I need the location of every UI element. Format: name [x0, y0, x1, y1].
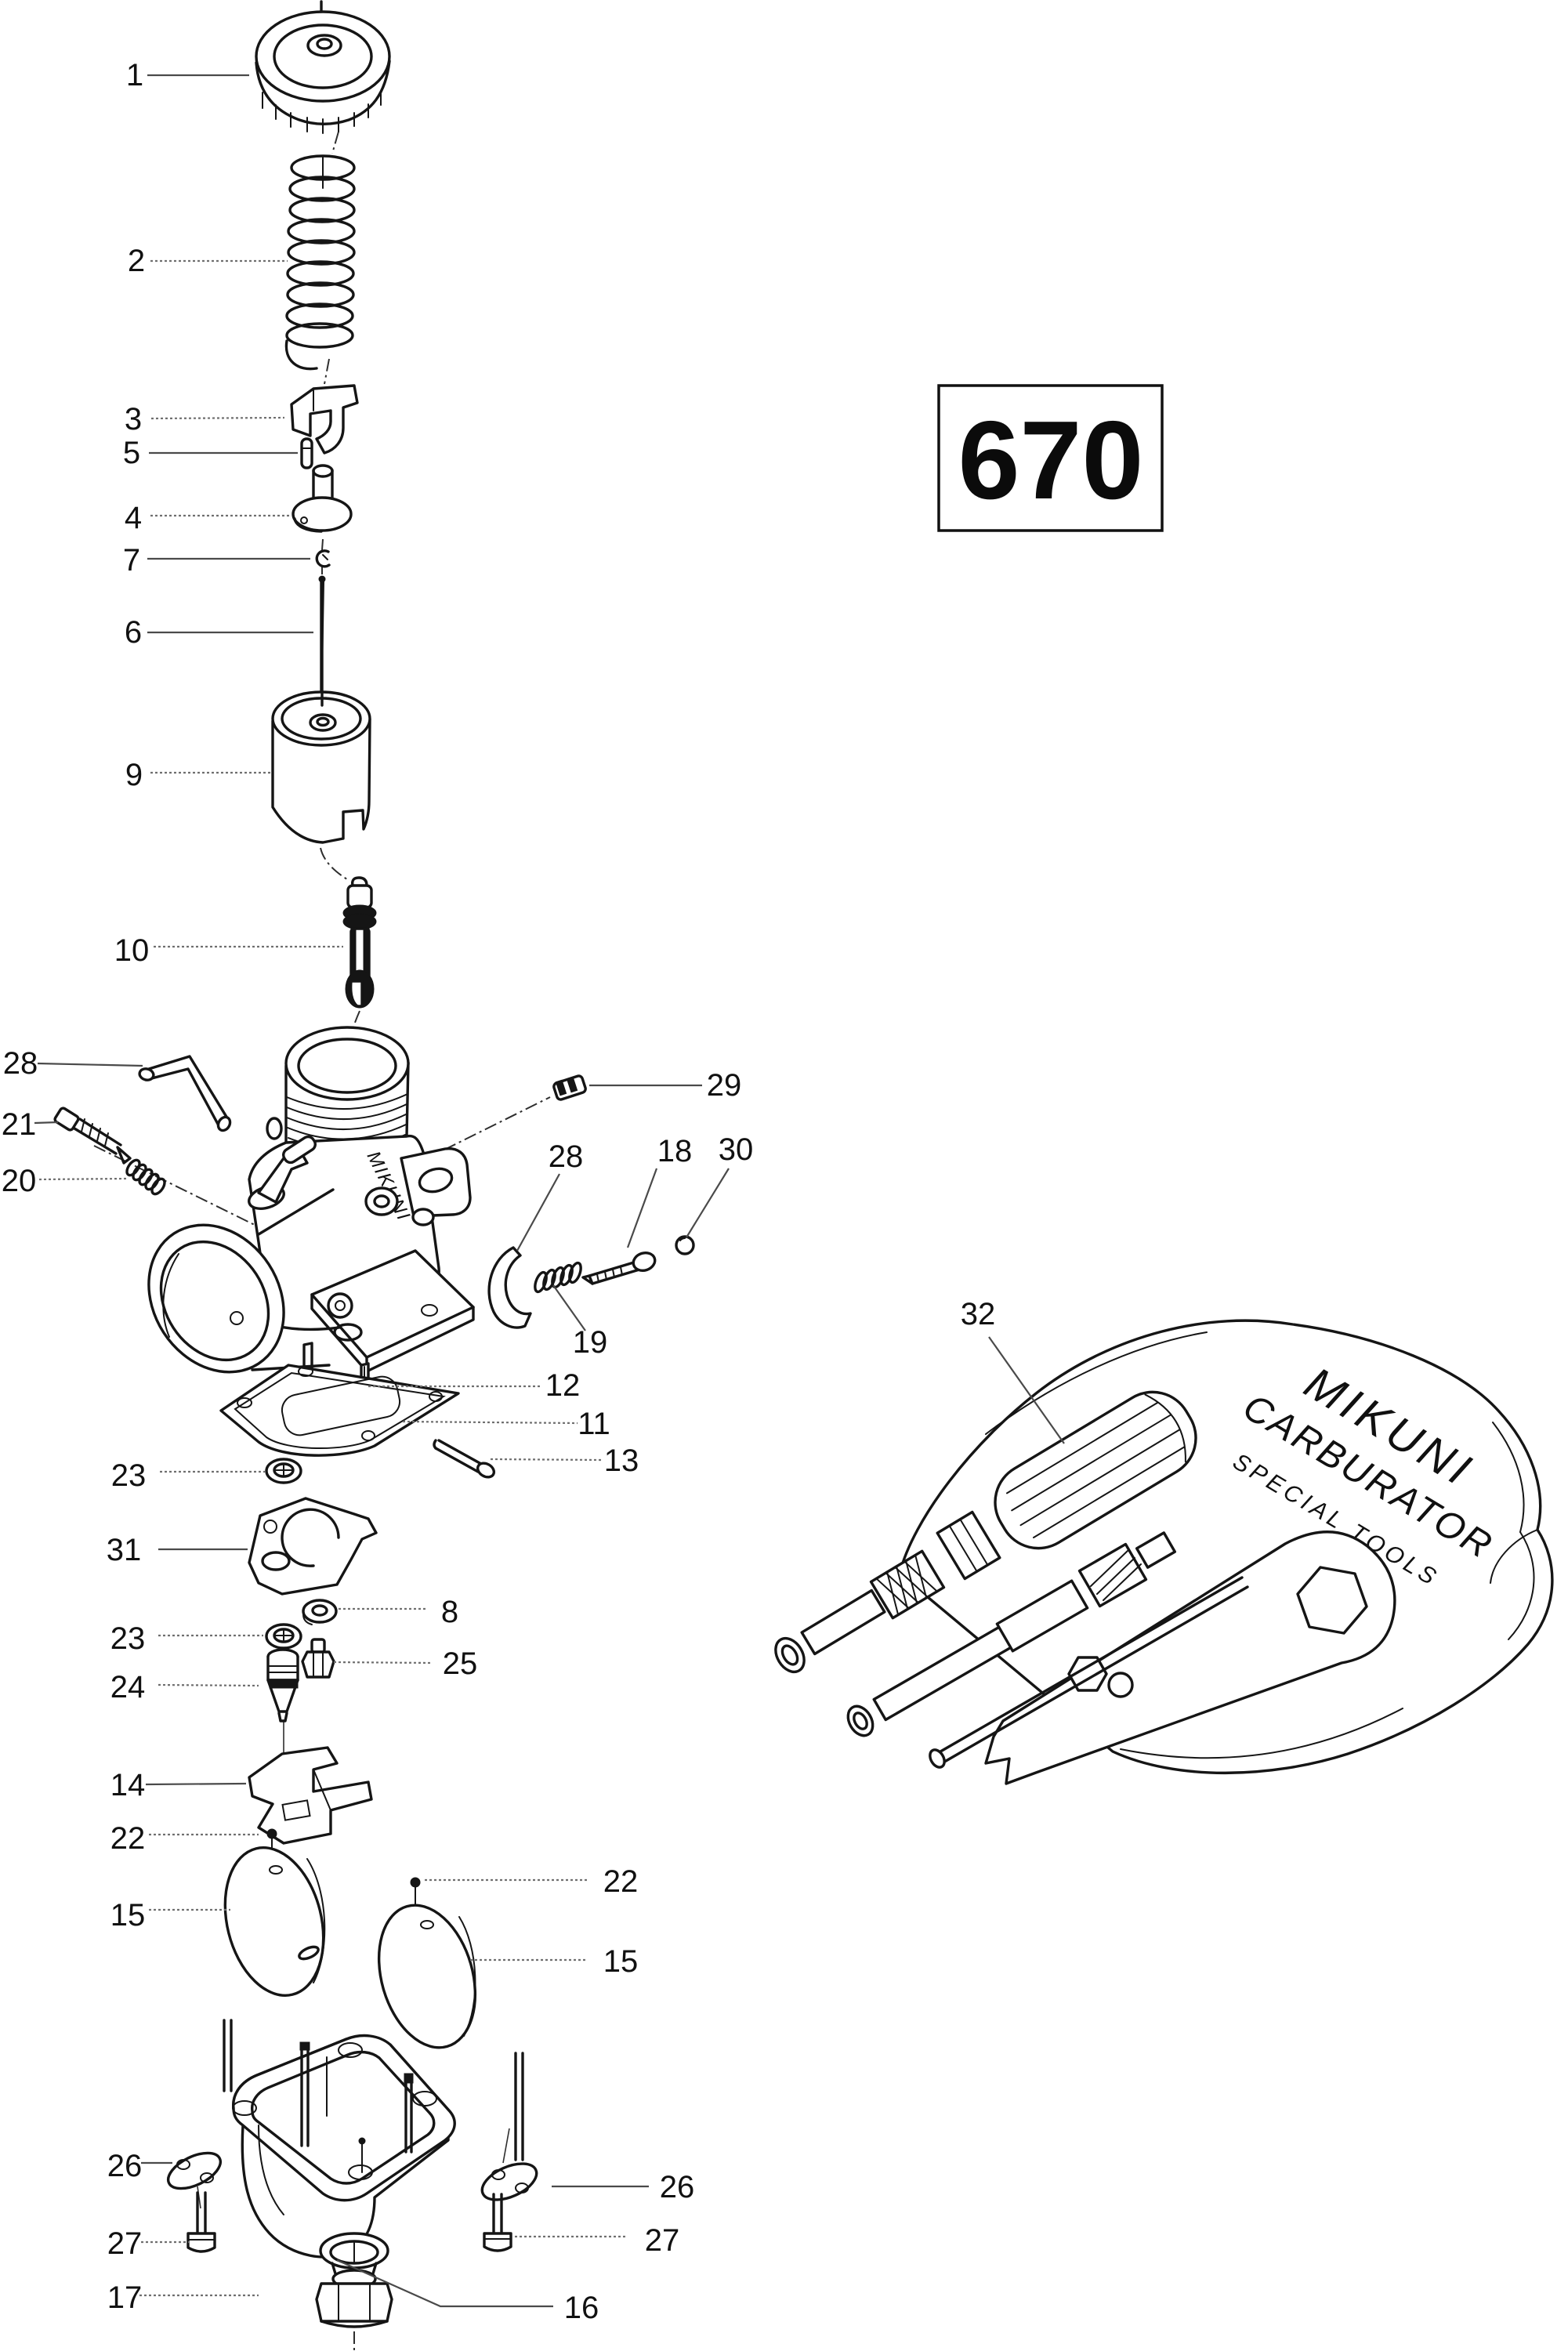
callout-label-23: 23 [111, 1458, 147, 1493]
callout-label-25: 25 [443, 1646, 478, 1681]
part-9-throttle-slide-drawing [271, 580, 371, 844]
part-4-retainer-drawing [292, 464, 353, 533]
part-29-plug-drawing [552, 1074, 587, 1101]
callout-label-22: 22 [110, 1821, 146, 1856]
part-14-float-arm-drawing [248, 1746, 373, 1845]
callout-label-20: 20 [2, 1164, 37, 1198]
callout-label-28: 28 [549, 1139, 584, 1174]
callout-label-19: 19 [573, 1325, 608, 1360]
callout-label-29: 29 [707, 1068, 742, 1103]
leader-line-21 [34, 1121, 59, 1125]
part-8-washer-drawing [302, 1599, 338, 1625]
part-17-drain-plug-drawing [315, 2232, 393, 2328]
part-5-pin-drawing [300, 437, 313, 469]
part-15-float-right-drawing [377, 1904, 477, 2049]
tool-wrench [984, 1531, 1396, 1785]
part-28-vent-hose-drawing [138, 1055, 232, 1132]
part-25-nut-drawing [301, 1638, 335, 1679]
callout-label-5: 5 [123, 436, 140, 470]
part-13-pin-drawing [433, 1439, 496, 1479]
leader-line-18 [626, 1168, 658, 1248]
tool-rod [929, 1576, 1249, 1769]
callout-label-15: 15 [603, 1944, 639, 1979]
callout-label-12: 12 [545, 1368, 581, 1403]
leader-line-19 [552, 1284, 586, 1331]
leader-line-11 [402, 1420, 578, 1425]
callout-label-6: 6 [125, 615, 142, 650]
callout-label-32: 32 [961, 1297, 996, 1331]
leader-line-28 [37, 1062, 143, 1067]
part-27-screw-right-drawing [483, 2193, 512, 2252]
callout-label-2: 2 [128, 244, 145, 278]
part-27-screw-left-drawing [186, 2191, 216, 2253]
callout-label-7: 7 [123, 543, 140, 578]
part-15-float-left-drawing [223, 1846, 326, 1997]
callout-label-3: 3 [125, 402, 142, 437]
leader-line-16 [336, 2259, 553, 2308]
part-32-tool-kit-drawing: MIKUNI CARBURATOR SPECIAL TOOLS [774, 1319, 1554, 1785]
callout-label-17: 17 [107, 2280, 143, 2315]
callout-label-11: 11 [578, 1407, 610, 1441]
callout-label-27: 27 [107, 2226, 143, 2261]
part-30-ball-drawing [675, 1235, 695, 1255]
tool-roll-pouch [898, 1319, 1554, 1775]
callout-label-24: 24 [110, 1670, 146, 1704]
callout-label-14: 14 [110, 1768, 146, 1802]
part-24-needle-valve-drawing [266, 1648, 299, 1722]
callout-label-4: 4 [125, 501, 142, 535]
callout-label-15: 15 [110, 1898, 146, 1933]
part-2-spring-drawing [284, 154, 356, 371]
part-10-needle-jet-drawing [342, 876, 377, 1009]
callout-label-18: 18 [657, 1134, 693, 1168]
callout-label-23: 23 [110, 1621, 146, 1656]
model-badge: 670 [937, 384, 1164, 532]
part-23-grommet-lower-drawing [265, 1623, 302, 1650]
callout-label-16: 16 [564, 2291, 599, 2325]
callout-label-10: 10 [114, 933, 150, 968]
leader-line-32 [988, 1336, 1065, 1444]
part-18-adjuster-screw-drawing [581, 1251, 657, 1285]
part-28-clip-drawing [487, 1246, 532, 1329]
part-21-screw-drawing [53, 1107, 132, 1165]
callout-label-28: 28 [3, 1046, 38, 1081]
callout-label-21: 21 [2, 1107, 37, 1142]
callout-label-9: 9 [125, 758, 143, 792]
part-11-gasket-drawing [219, 1364, 460, 1457]
callout-label-13: 13 [604, 1444, 639, 1478]
leader-line-24 [158, 1683, 259, 1687]
leader-line-25 [333, 1661, 433, 1665]
leader-line-30 [686, 1168, 730, 1238]
callout-label-26: 26 [107, 2149, 143, 2183]
part-1-cap-drawing [255, 10, 391, 134]
leader-line-13 [490, 1458, 602, 1462]
part-26-bracket-left-drawing [166, 2151, 223, 2190]
tool-socket-driver-2 [846, 1531, 1177, 1737]
model-badge-text: 670 [958, 398, 1144, 523]
callout-label-31: 31 [107, 1533, 142, 1567]
callout-label-8: 8 [441, 1595, 458, 1629]
part-19-spring-drawing [534, 1261, 582, 1294]
callout-label-22: 22 [603, 1864, 639, 1899]
callout-label-1: 1 [126, 58, 143, 92]
callout-label-30: 30 [719, 1132, 754, 1167]
callout-label-26: 26 [660, 2170, 695, 2204]
model-badge-box [937, 384, 1164, 532]
leader-line-28 [516, 1173, 560, 1252]
part-20-spring-drawing [125, 1158, 166, 1196]
part-3-cable-bracket-drawing [290, 384, 359, 455]
part-float-bowl-drawing [223, 2019, 524, 2265]
callout-label-27: 27 [645, 2223, 680, 2258]
tool-screwdriver [774, 1390, 1197, 1674]
part-7-eclip-drawing [315, 549, 331, 568]
part-26-bracket-right-drawing [480, 2162, 538, 2201]
part-31-bracket-drawing [248, 1497, 378, 1596]
part-23-grommet-upper-drawing [265, 1458, 302, 1484]
carburetor-body-drawing: MIKUNI [248, 1026, 475, 1400]
